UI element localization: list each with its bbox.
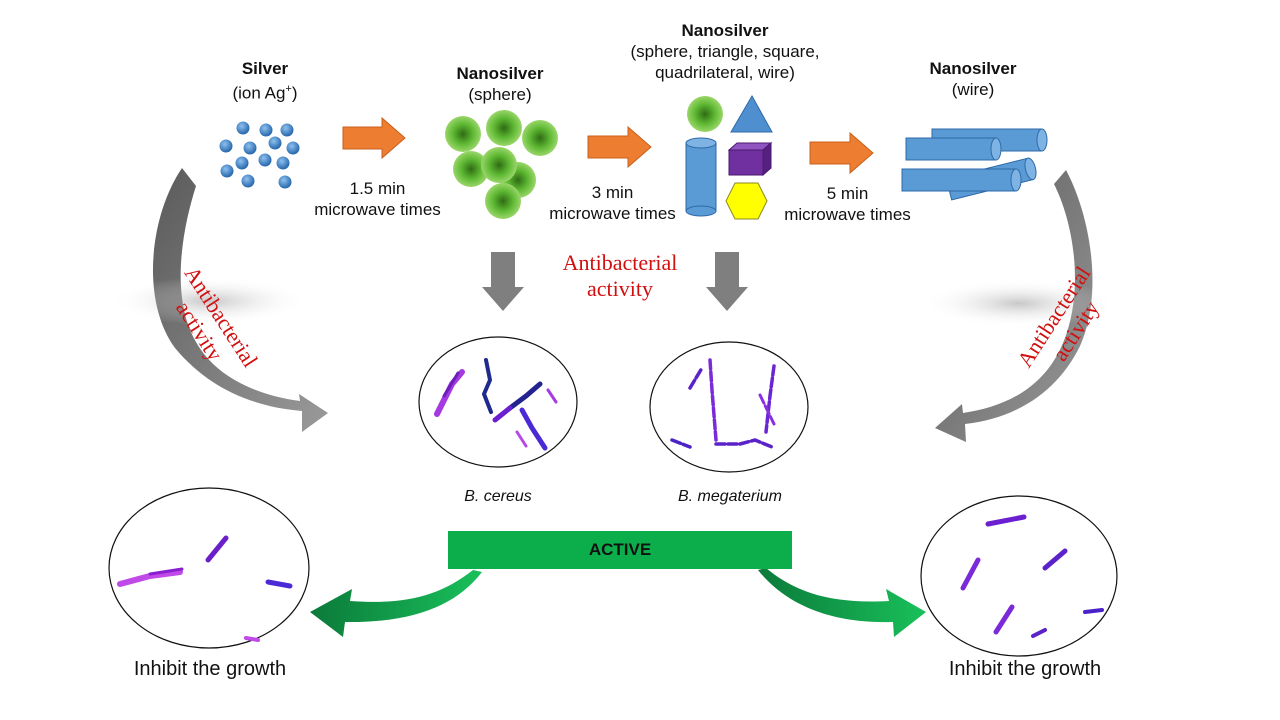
cube-shape: [727, 141, 773, 177]
active-label-box: ACTIVE: [448, 531, 792, 569]
subtitle-superscript: +: [285, 83, 292, 95]
bacteria-name-cereus: B. cereus: [464, 488, 532, 505]
bacteria-name-megaterium: B. megaterium: [677, 488, 783, 505]
antibacterial-center-line2: activity: [587, 276, 653, 301]
stage-wire-title: Nanosilver: [929, 59, 1017, 78]
result-right-label: Inhibit the growth: [948, 658, 1102, 680]
mixed-nanoshapes: [685, 94, 773, 220]
down-arrow-left: [482, 252, 524, 311]
step-1-label: 1.5 min microwave times: [300, 178, 455, 220]
down-arrow-right: [706, 252, 748, 311]
sphere-shape: [687, 96, 723, 132]
subtitle-close: ): [291, 83, 298, 103]
step-3-time: 5 min: [826, 184, 869, 203]
step-3-text: microwave times: [784, 205, 911, 224]
stage-silver-label: Silver (ion Ag+): [205, 58, 325, 104]
process-arrow-3: [809, 131, 874, 175]
stage-mixed-label: Nanosilver (sphere, triangle, square, qu…: [605, 20, 845, 83]
stage-mixed-subtitle-1: (sphere, triangle, square,: [630, 42, 820, 61]
hexagon-shape: [725, 182, 768, 220]
result-left-label: Inhibit the growth: [133, 658, 287, 680]
step-2-time: 3 min: [591, 183, 634, 202]
stage-wire-subtitle: (wire): [951, 80, 995, 99]
green-arrow-left: [310, 570, 482, 637]
bacteria-circle-megaterium: [649, 341, 809, 473]
step-1-time: 1.5 min: [349, 179, 406, 198]
step-2-label: 3 min microwave times: [535, 182, 690, 224]
step-1-text: microwave times: [314, 200, 441, 219]
stage-mixed-subtitle-2: quadrilateral, wire): [655, 63, 795, 82]
process-arrow-2: [587, 125, 652, 169]
stage-wire-label: Nanosilver (wire): [913, 58, 1033, 100]
curved-arrow-right: [935, 170, 1093, 442]
stage-sphere-label: Nanosilver (sphere): [440, 63, 560, 105]
bacteria-circle-result-left: [108, 277, 310, 649]
stage-sphere-subtitle: (sphere): [468, 85, 532, 104]
antibacterial-center-label: Antibacterial activity: [540, 250, 700, 302]
stage-sphere-title: Nanosilver: [456, 64, 544, 83]
triangle-shape: [730, 94, 773, 133]
subtitle-text: (ion Ag: [232, 83, 286, 103]
antibacterial-center-line1: Antibacterial: [562, 250, 678, 275]
bacteria-circle-cereus: [418, 336, 578, 468]
nanowires: [901, 128, 1048, 201]
cylinder-shape: [685, 137, 717, 217]
stage-mixed-title: Nanosilver: [681, 21, 769, 40]
step-2-text: microwave times: [549, 204, 676, 223]
process-arrow-1: [342, 116, 406, 160]
step-3-label: 5 min microwave times: [770, 183, 925, 225]
curved-arrow-left: [152, 168, 328, 432]
nanosilver-spheres: [445, 110, 558, 219]
silver-ions: [219, 121, 300, 189]
stage-silver-title: Silver: [241, 59, 289, 78]
stage-silver-subtitle: (ion Ag+): [205, 79, 325, 104]
bacteria-circle-result-right: [920, 279, 1118, 657]
green-arrow-right: [758, 568, 926, 637]
